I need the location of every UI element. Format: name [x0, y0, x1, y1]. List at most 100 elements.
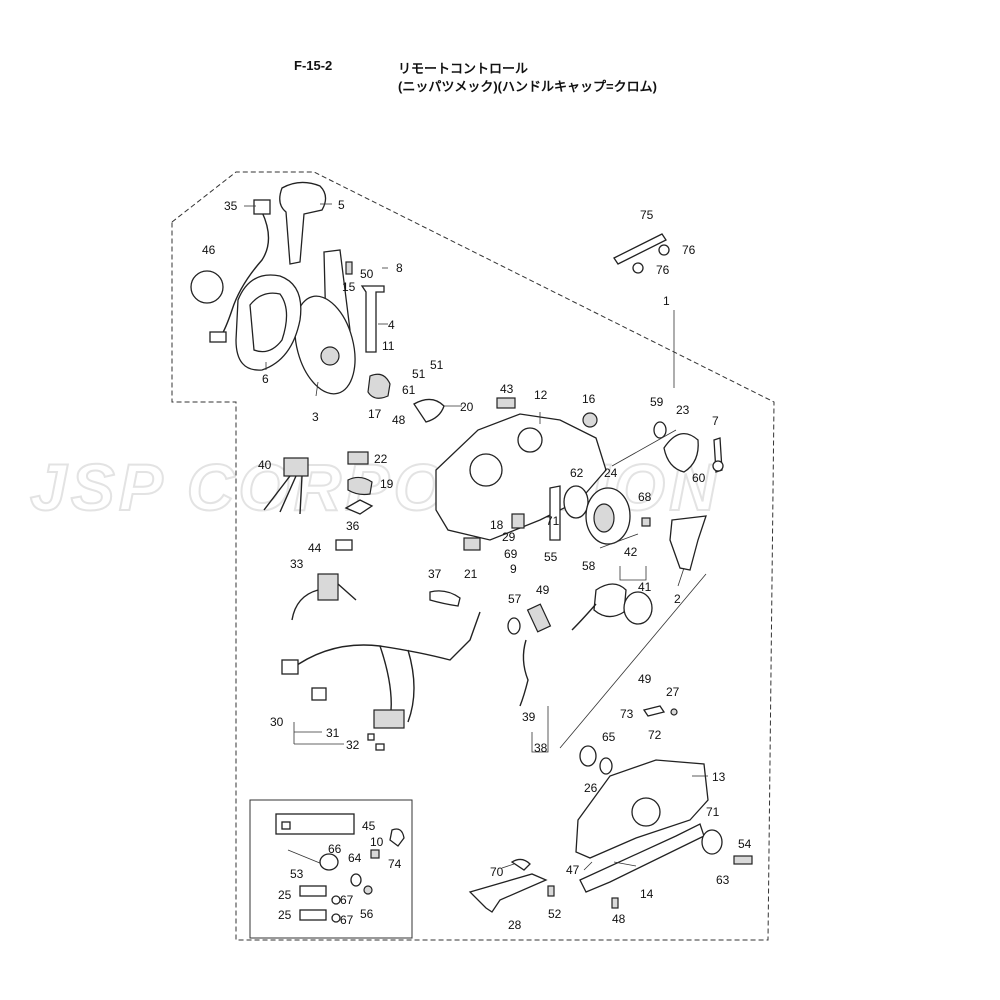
part-label-69: 69 [504, 547, 518, 561]
bolt-54 [733, 855, 753, 865]
part-label-19: 19 [380, 477, 394, 491]
shift-lever-2 [669, 515, 707, 571]
assembly-boundary [171, 171, 775, 941]
leader-42-bracket [619, 566, 647, 581]
o-ring [190, 270, 224, 304]
part-label-22: 22 [374, 452, 388, 466]
part-label-15: 15 [342, 280, 356, 294]
wire-connector [209, 331, 227, 343]
part-label-51-b: 51 [412, 367, 426, 381]
part-label-49-a: 49 [536, 583, 550, 597]
part-label-23: 23 [676, 403, 690, 417]
switch-wire [219, 211, 270, 339]
spacer-71 [549, 485, 561, 541]
key-switch-wire [571, 603, 597, 631]
part-label-27: 27 [666, 685, 680, 699]
pin-75 [613, 233, 667, 265]
part-label-51-a: 51 [430, 358, 444, 372]
relay-wires [291, 583, 357, 621]
part-label-48-a: 48 [392, 413, 406, 427]
case-bearing-hole [469, 453, 503, 487]
part-label-30: 30 [270, 715, 284, 729]
part-label-41: 41 [638, 580, 652, 594]
gear-plate-24-hub [593, 503, 615, 533]
part-label-20: 20 [460, 400, 474, 414]
part-label-29: 29 [502, 530, 516, 544]
part-label-76-b: 76 [656, 263, 670, 277]
part-label-31: 31 [326, 726, 340, 740]
bushing-16 [582, 412, 598, 428]
clip-67-a [331, 895, 341, 905]
gear-cam-stack [463, 421, 724, 571]
leader-2 [677, 567, 685, 587]
washer-56 [363, 885, 373, 895]
collar-66 [319, 853, 339, 871]
part-label-25-a: 25 [278, 888, 292, 902]
part-label-59: 59 [650, 395, 664, 409]
lever-28 [468, 873, 548, 913]
safety-switch-assembly [507, 583, 653, 707]
part-label-25-b: 25 [278, 908, 292, 922]
figure-title-line-2: (ニッパツメック)(ハンドルキャップ=クロム) [398, 79, 657, 94]
part-label-70: 70 [490, 865, 504, 879]
part-label-4: 4 [388, 318, 395, 332]
harness-connector-c [373, 709, 405, 729]
harness-connector-b [311, 687, 327, 701]
part-label-11: 11 [382, 339, 395, 353]
leader-3 [315, 381, 319, 397]
clip-74 [389, 828, 405, 847]
part-label-7: 7 [712, 414, 719, 428]
leader-b [611, 429, 677, 467]
figure-code: F-15-2 [294, 58, 333, 73]
part-label-42: 42 [624, 545, 638, 559]
part-label-64: 64 [348, 851, 362, 865]
part-label-62: 62 [570, 466, 584, 480]
label-44 [335, 539, 353, 551]
part-label-60: 60 [692, 471, 706, 485]
handle-hub [320, 346, 340, 366]
spacer-71-lower [701, 829, 723, 855]
part-label-5: 5 [338, 198, 345, 212]
left-small-parts [263, 451, 374, 621]
part-label-3: 3 [312, 410, 319, 424]
leader-lines [244, 203, 708, 871]
part-label-24: 24 [604, 466, 618, 480]
part-label-56: 56 [360, 907, 374, 921]
part-label-48-b: 48 [612, 912, 626, 926]
nut-57 [507, 617, 521, 635]
part-label-9: 9 [510, 562, 517, 576]
washer-26 [579, 745, 597, 767]
inset-parts [275, 813, 405, 923]
leader-14 [613, 861, 637, 867]
part-label-44: 44 [308, 541, 322, 555]
part-label-45: 45 [362, 819, 376, 833]
part-label-55: 55 [544, 550, 558, 564]
terminal-31 [367, 733, 375, 741]
buzzer-wires [263, 475, 303, 515]
leader-38-bracket [531, 706, 549, 753]
part-label-36: 36 [346, 519, 360, 533]
plate-36 [344, 499, 374, 515]
part-label-67-a: 67 [340, 893, 354, 907]
handle-housing-cover [294, 295, 356, 395]
handle-assembly [190, 181, 445, 423]
case-body [435, 413, 607, 541]
damper-21 [463, 537, 481, 551]
washer-60 [712, 460, 724, 472]
label-plate-45-icon [281, 821, 291, 830]
lever-bracket [360, 285, 385, 353]
gasket-43 [496, 397, 516, 409]
part-label-76-a: 76 [682, 243, 696, 257]
terminal-37 [429, 590, 461, 607]
part-label-46: 46 [202, 243, 216, 257]
part-label-39: 39 [522, 710, 536, 724]
trim-switch [253, 199, 271, 215]
clip-70 [510, 858, 531, 871]
part-label-71-a: 71 [546, 514, 560, 528]
cam-23 [663, 432, 699, 473]
part-label-72: 72 [648, 728, 662, 742]
small-parts-inset-box [249, 799, 413, 939]
label-plate-45 [275, 813, 355, 835]
leader-c [559, 573, 707, 749]
